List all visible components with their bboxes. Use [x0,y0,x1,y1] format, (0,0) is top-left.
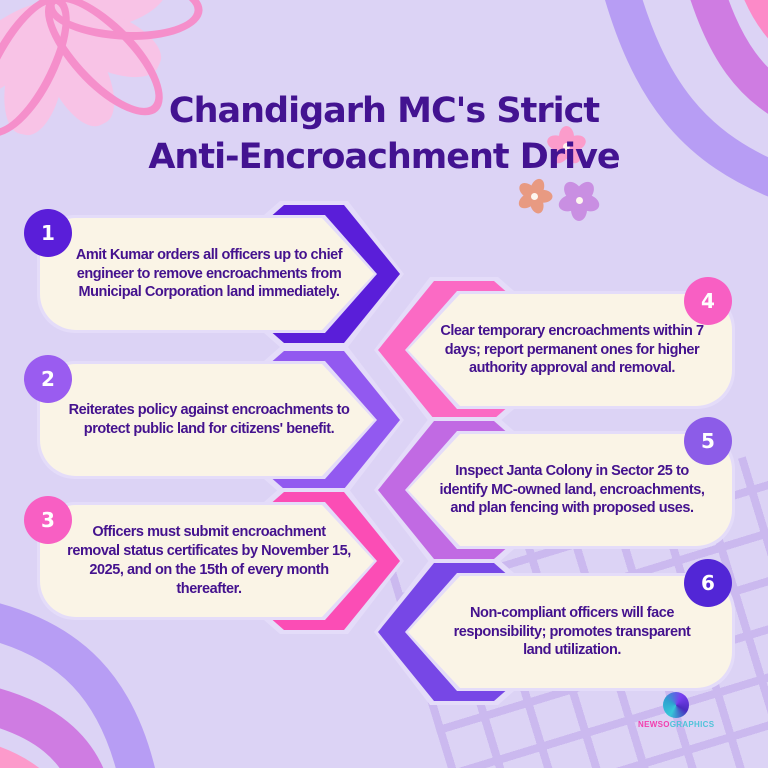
page-title-line2: Anti-Encroachment Drive [148,137,620,178]
wave-stripes-bottom-left [0,603,155,768]
page-title-line1: Chandigarh MC's Strict [168,91,600,131]
brand-name-primary: NEWSO [638,720,670,729]
card-body: Officers must submit encroachment remova… [40,505,374,617]
step-number-badge: 1 [24,209,72,257]
info-card-4: Clear temporary encroachments within 7 d… [368,277,735,419]
step-number-badge: 6 [684,559,732,607]
card-body: Clear temporary encroachments within 7 d… [408,294,732,406]
step-number-badge: 2 [24,355,72,403]
card-text: Inspect Janta Colony in Sector 25 to ide… [439,462,705,517]
brand-name: NEWSOGRAPHICS [638,721,714,729]
card-body: Amit Kumar orders all officers up to chi… [40,218,374,330]
page-title: Chandigarh MC's Strict Anti-Encroachment… [0,88,768,180]
info-card-1: Amit Kumar orders all officers up to chi… [24,205,400,343]
card-body: Inspect Janta Colony in Sector 25 to ide… [408,434,732,546]
step-number-badge: 4 [684,277,732,325]
card-body: Non-compliant officers will face respons… [408,576,732,688]
wave-stripes-top-right [605,0,768,197]
card-text: Clear temporary encroachments within 7 d… [440,322,704,377]
step-number-badge: 3 [24,496,72,544]
card-text: Reiterates policy against encroachments … [68,402,350,437]
card-text: Amit Kumar orders all officers up to chi… [75,246,343,301]
step-number-badge: 5 [684,417,732,465]
brand-logo: NEWSOGRAPHICS [638,692,714,729]
info-card-2: Reiterates policy against encroachments … [24,351,400,489]
globe-icon [663,692,689,718]
brand-name-secondary: GRAPHICS [669,720,715,729]
card-body: Reiterates policy against encroachments … [40,364,374,476]
info-card-6: Non-compliant officers will face respons… [368,559,735,701]
info-card-5: Inspect Janta Colony in Sector 25 to ide… [368,417,735,559]
card-text: Officers must submit encroachment remova… [67,524,351,597]
info-card-3: Officers must submit encroachment remova… [24,492,400,630]
card-text: Non-compliant officers will face respons… [453,604,691,659]
